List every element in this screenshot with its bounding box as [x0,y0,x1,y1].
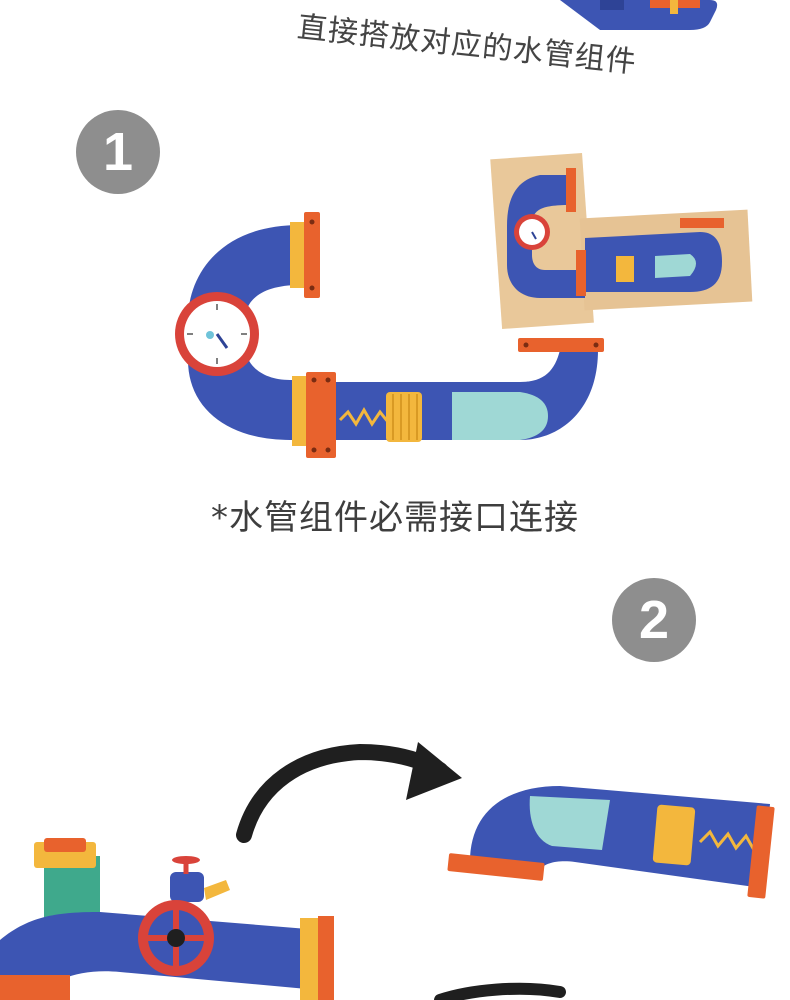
step-badge-1: 1 [76,110,160,194]
curved-arrow-icon [236,742,462,843]
elbow-bellows [652,804,696,866]
connection-note: *水管组件必需接口连接 [211,498,579,538]
top-pipe-illustration [560,0,718,30]
j-pipe-flange-top [304,212,320,298]
pipe-gold-band-left [292,376,306,446]
bellows-joint [386,392,422,442]
elbow-flange-right [747,805,775,899]
elbow-glass-window [529,796,610,850]
j-pipe-body [188,225,320,440]
elbow-pipe-body [470,786,770,888]
valve-wheel-icon [138,856,230,976]
step-badge-2: 2 [612,578,696,662]
elbow-flange-bottom [447,853,545,881]
pressure-gauge-icon [175,292,259,376]
bottom-arrow-fragment [434,982,566,1000]
valve-pipe-assembly [0,838,334,1000]
spring-coil [338,406,390,427]
step1-pipe-illustration [175,152,753,458]
glass-window [452,392,548,440]
pipe-flange-right [518,338,604,352]
wooden-puzzle-photo [490,152,753,329]
pipe-flange-middle [306,372,336,458]
j-pipe-gold-band-top [290,222,304,288]
